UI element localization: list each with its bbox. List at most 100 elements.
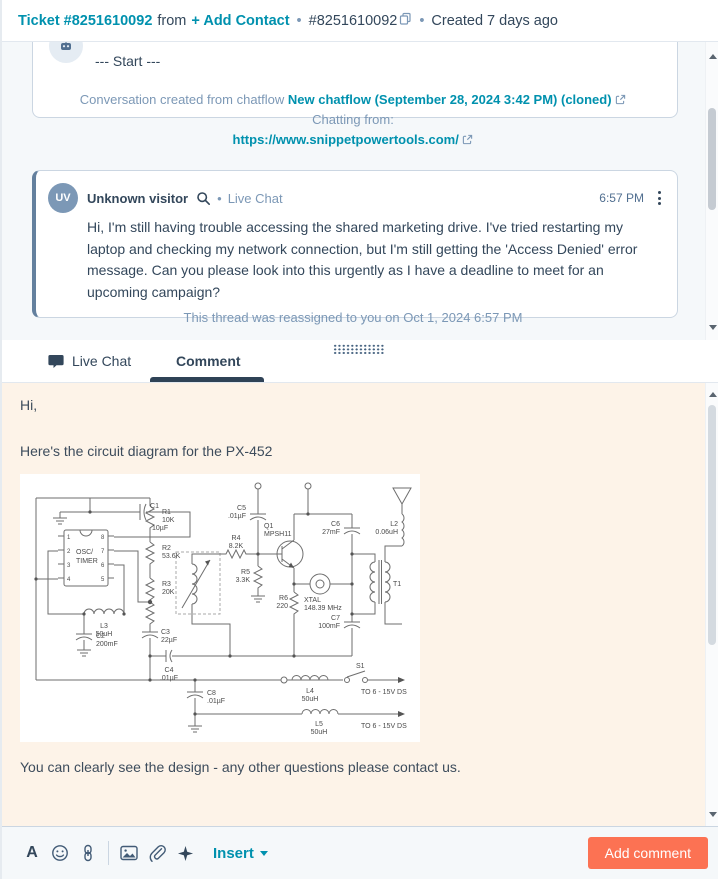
circuit-diagram-image[interactable]: R1 10K R2 53.6K R3 20K C1 10µF OSC/ TIME… bbox=[20, 474, 420, 742]
editor-paragraph[interactable]: Hi, bbox=[20, 397, 38, 413]
chatting-from-url[interactable]: https://www.snippetpowertools.com/ bbox=[232, 132, 459, 147]
svg-text:C2: C2 bbox=[96, 633, 105, 640]
bot-message-card: --- Start --- bbox=[32, 42, 678, 118]
bot-icon bbox=[61, 42, 71, 50]
text-format-icon[interactable]: A bbox=[26, 844, 38, 861]
svg-text:22µF: 22µF bbox=[161, 637, 177, 644]
svg-text:MPSH11: MPSH11 bbox=[264, 531, 292, 538]
chat-bubble-icon bbox=[48, 354, 64, 368]
svg-text:7: 7 bbox=[101, 549, 105, 555]
from-label: from bbox=[157, 12, 187, 29]
scroll-down-arrow[interactable] bbox=[709, 325, 717, 330]
scroll-down-arrow[interactable] bbox=[709, 812, 717, 817]
ai-sparkle-icon[interactable] bbox=[171, 839, 199, 867]
search-icon[interactable] bbox=[196, 191, 211, 206]
channel-label: Live Chat bbox=[227, 190, 283, 206]
comment-editor[interactable]: Hi, Here's the circuit diagram for the P… bbox=[2, 383, 718, 826]
scroll-thumb[interactable] bbox=[708, 405, 716, 645]
visitor-message-card: UV Unknown visitor • Live Chat 6:57 PM H… bbox=[32, 170, 678, 318]
external-link-icon bbox=[463, 134, 473, 145]
insert-label: Insert bbox=[213, 844, 254, 862]
svg-text:L2: L2 bbox=[390, 521, 398, 528]
visitor-avatar: UV bbox=[48, 183, 78, 213]
separator: • bbox=[419, 12, 425, 29]
link-icon[interactable] bbox=[74, 839, 102, 867]
svg-text:220: 220 bbox=[276, 603, 288, 610]
svg-text:0.06uH: 0.06uH bbox=[375, 529, 398, 536]
svg-text:2: 2 bbox=[67, 549, 71, 555]
add-comment-button[interactable]: Add comment bbox=[587, 837, 708, 869]
svg-text:.01µF: .01µF bbox=[160, 675, 178, 682]
created-label: Created 7 days ago bbox=[431, 12, 558, 29]
visitor-message-body: Hi, I'm still having trouble accessing t… bbox=[87, 219, 638, 300]
svg-text:20K: 20K bbox=[162, 589, 175, 596]
resize-drag-handle[interactable] bbox=[333, 344, 385, 354]
svg-text:10µF: 10µF bbox=[152, 525, 168, 532]
svg-text:L4: L4 bbox=[306, 688, 314, 695]
editor-paragraph[interactable]: You can clearly see the design - any oth… bbox=[20, 759, 461, 775]
external-link-icon bbox=[616, 94, 626, 105]
chevron-down-icon bbox=[259, 850, 268, 856]
svg-text:.01µF: .01µF bbox=[228, 513, 246, 520]
svg-text:100mF: 100mF bbox=[318, 623, 340, 630]
svg-text:L3: L3 bbox=[100, 623, 108, 630]
svg-text:C7: C7 bbox=[331, 615, 340, 622]
message-menu-icon[interactable] bbox=[656, 189, 663, 207]
svg-text:50uH: 50uH bbox=[302, 696, 319, 703]
svg-text:S1: S1 bbox=[356, 663, 365, 670]
editor-scrollbar[interactable] bbox=[705, 383, 718, 826]
svg-text:R2: R2 bbox=[162, 545, 171, 552]
svg-text:200mF: 200mF bbox=[96, 641, 118, 648]
svg-text:XTAL: XTAL bbox=[304, 597, 321, 604]
svg-text:5: 5 bbox=[101, 577, 105, 583]
tab-comment[interactable]: Comment bbox=[176, 340, 241, 382]
svg-text:4: 4 bbox=[67, 577, 71, 583]
svg-text:10K: 10K bbox=[162, 517, 175, 524]
insert-image-icon[interactable] bbox=[115, 839, 143, 867]
toolbar-divider bbox=[108, 841, 109, 865]
tab-live-chat-label: Live Chat bbox=[72, 353, 132, 369]
chatflow-prefix: Conversation created from chatflow bbox=[79, 92, 285, 107]
scroll-up-arrow[interactable] bbox=[709, 54, 717, 59]
svg-text:3.3K: 3.3K bbox=[236, 577, 251, 584]
circuit-label: R1 bbox=[162, 509, 171, 516]
ticket-title-link[interactable]: Ticket #8251610092 bbox=[18, 12, 153, 29]
editor-paragraph[interactable]: Here's the circuit diagram for the PX-45… bbox=[20, 443, 273, 459]
editor-tab-bar: Live Chat Comment bbox=[2, 340, 718, 383]
copy-icon[interactable] bbox=[399, 12, 412, 29]
svg-text:8: 8 bbox=[101, 535, 105, 541]
svg-text:Q1: Q1 bbox=[264, 523, 273, 530]
svg-text:.01µF: .01µF bbox=[207, 698, 225, 705]
svg-text:53.6K: 53.6K bbox=[162, 553, 181, 560]
chatting-from-label: Chatting from: bbox=[312, 112, 394, 127]
svg-text:TO 6 - 15V DS: TO 6 - 15V DS bbox=[361, 689, 407, 696]
active-tab-underline bbox=[150, 377, 264, 382]
insert-dropdown[interactable]: Insert bbox=[213, 845, 268, 862]
emoji-icon[interactable] bbox=[46, 839, 74, 867]
add-contact-link[interactable]: + Add Contact bbox=[191, 12, 290, 29]
svg-text:C1: C1 bbox=[150, 503, 159, 510]
conversation-scrollbar[interactable] bbox=[705, 42, 718, 340]
conversation-thread: --- Start --- Conversation created from … bbox=[2, 42, 718, 340]
separator: • bbox=[296, 12, 302, 29]
svg-text:R4: R4 bbox=[232, 535, 241, 542]
svg-text:C6: C6 bbox=[331, 521, 340, 528]
svg-text:1: 1 bbox=[67, 535, 71, 541]
svg-text:TIMER: TIMER bbox=[76, 558, 98, 565]
svg-text:T1: T1 bbox=[393, 581, 401, 588]
tab-comment-label: Comment bbox=[176, 353, 241, 369]
svg-text:R3: R3 bbox=[162, 581, 171, 588]
chatflow-link[interactable]: New chatflow (September 28, 2024 3:42 PM… bbox=[287, 92, 612, 107]
svg-text:6: 6 bbox=[101, 563, 105, 569]
scroll-up-arrow[interactable] bbox=[709, 392, 717, 397]
tab-live-chat[interactable]: Live Chat bbox=[48, 340, 131, 382]
attach-file-icon[interactable] bbox=[143, 839, 171, 867]
ticket-number: #8251610092 bbox=[308, 12, 398, 29]
svg-text:C5: C5 bbox=[237, 505, 246, 512]
svg-text:L5: L5 bbox=[315, 721, 323, 728]
visitor-name: Unknown visitor bbox=[87, 190, 189, 206]
svg-text:50uH: 50uH bbox=[311, 729, 328, 736]
scroll-thumb[interactable] bbox=[708, 108, 716, 210]
svg-text:C3: C3 bbox=[161, 629, 170, 636]
